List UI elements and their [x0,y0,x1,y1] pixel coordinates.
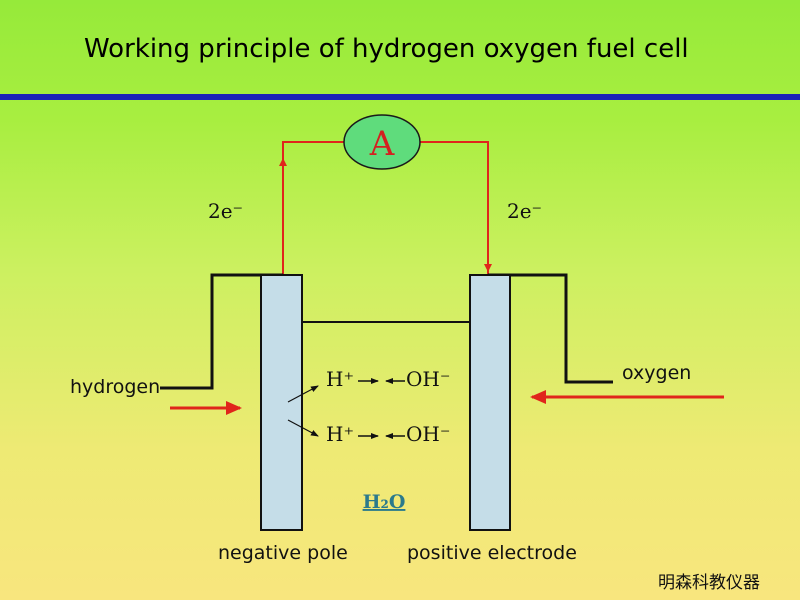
positive-electrode [469,274,511,531]
ion-path-arrow-lower [287,419,319,437]
ion-row-1: H⁺ OH⁻ [326,367,450,391]
hydrogen-label: hydrogen [70,376,161,398]
cell-casing-right [488,273,613,384]
electron-label-right: 2e⁻ [507,199,542,223]
hydrogen-ion: H⁺ [326,422,354,446]
ion-path-arrow-upper [287,385,319,403]
electron-label-left: 2e⁻ [208,199,243,223]
hydroxide-ion: OH⁻ [406,367,450,391]
wire-right [420,141,489,275]
ammeter-label: A [369,124,395,164]
negative-pole-label: negative pole [218,542,348,564]
ammeter [343,114,421,170]
ion-row-2: H⁺ OH⁻ [326,422,450,446]
negative-electrode [260,274,303,531]
cell-casing-left [160,273,283,390]
page-title: Working principle of hydrogen oxygen fue… [84,34,689,64]
oxygen-label: oxygen [622,362,692,384]
watermark: 明森科教仪器 [658,573,760,593]
hydrogen-ion: H⁺ [326,367,354,391]
divider-rule [0,94,800,100]
hydroxide-ion: OH⁻ [406,422,450,446]
wire-left [282,141,345,275]
positive-electrode-label: positive electrode [407,542,577,564]
water-product: H₂O [363,491,406,513]
